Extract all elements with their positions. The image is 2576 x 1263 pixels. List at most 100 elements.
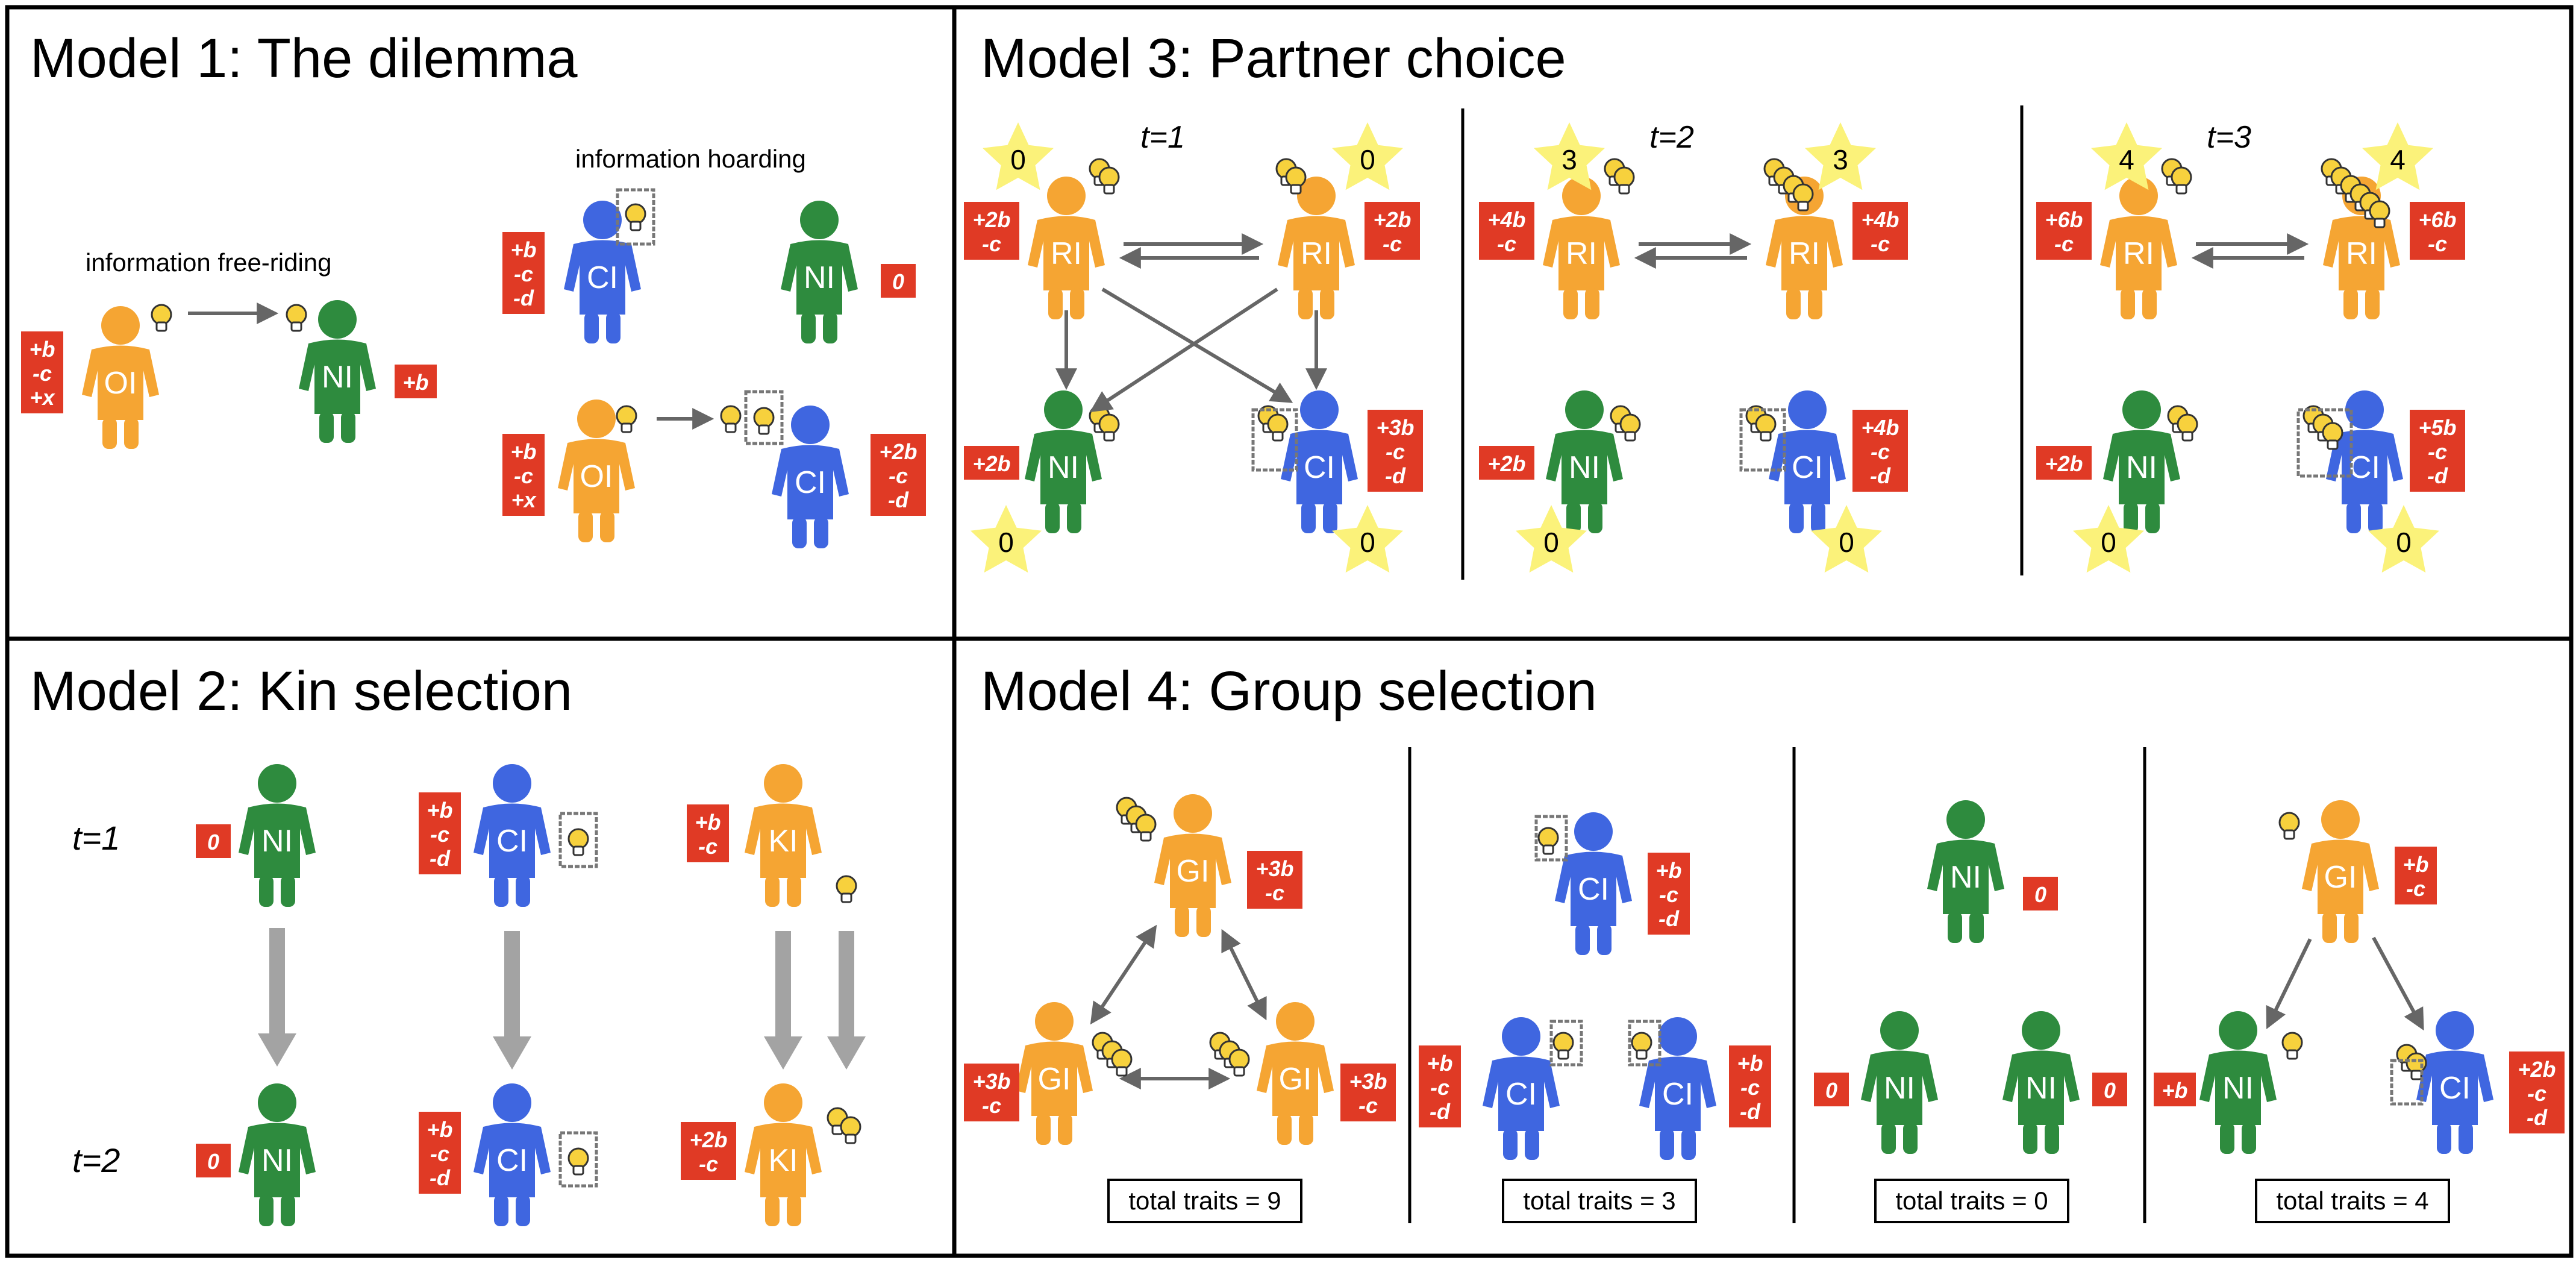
star-value: 0: [2101, 527, 2116, 558]
payoff-text: +2b: [972, 207, 1010, 232]
m4-payoff-2: 0: [1814, 1073, 1849, 1106]
m3-person-ri: RI: [2100, 177, 2177, 319]
m4-payoff-1: +b-c: [2395, 847, 2437, 904]
m1-payoff-3: +b-c-d: [502, 232, 545, 314]
m4-person-gi: GI: [1257, 1002, 1334, 1145]
payoff-text: +3b: [972, 1069, 1010, 1094]
model1-title: Model 1: The dilemma: [30, 28, 578, 89]
thick-arrow-icon: [493, 931, 531, 1070]
model1-hoarding-caption: information hoarding: [575, 145, 806, 173]
m4-payoff-3: +b-c-d: [1729, 1045, 1771, 1127]
person-label: RI: [2346, 236, 2377, 271]
model2-title: Model 2: Kin selection: [30, 660, 572, 722]
m2-person-ni-2: NI: [239, 1083, 316, 1226]
person-label: RI: [1566, 236, 1597, 271]
payoff-text: +2b: [972, 451, 1010, 476]
payoff-text: -c: [2054, 231, 2074, 256]
lightbulb-icon: [1631, 1032, 1652, 1060]
m4-payoff-1: +b-c-d: [1648, 853, 1690, 935]
payoff-text: -c: [698, 834, 717, 859]
thick-arrow-icon: [764, 931, 802, 1070]
star-icon: 0: [1811, 505, 1882, 573]
payoff-text: -c: [1740, 1075, 1760, 1100]
payoff-text: +b: [2162, 1078, 2187, 1103]
person-label: NI: [261, 1143, 293, 1178]
person-label: RI: [1051, 236, 1082, 271]
arrow-icon: [1221, 929, 1267, 1021]
lightbulb-icon: [1792, 183, 1814, 212]
lightbulb-icon: [286, 304, 307, 332]
m1-payoff-4: 0: [881, 264, 916, 298]
payoff-text: -c: [2406, 876, 2425, 901]
hoard-box: [744, 390, 784, 445]
lightbulb-icon: [616, 405, 637, 433]
person-label: CI: [1505, 1077, 1537, 1112]
m2-row-label-1: t=1: [72, 819, 120, 857]
m4-payoff-2: +b: [2154, 1073, 2196, 1106]
star-icon: 0: [1516, 505, 1587, 573]
person-label: NI: [322, 360, 353, 395]
payoff-text: +x: [30, 385, 55, 410]
lightbulb-icon: [1111, 1048, 1133, 1077]
m3-payoff-1: +2b-c: [964, 202, 1019, 260]
person-label: CI: [1662, 1077, 1693, 1112]
payoff-text: 0: [1825, 1078, 1837, 1103]
payoff-text: -c: [1659, 882, 1678, 907]
m2-person-ci-1: CI: [474, 764, 551, 907]
model4-frame: [952, 636, 2574, 1258]
model3-frame: [952, 5, 2574, 641]
m2-person-ki-1: KI: [745, 764, 822, 907]
total-traits-label: total traits = 9: [1128, 1186, 1281, 1215]
lightbulb-icon: [2278, 812, 2300, 840]
person-label: CI: [1304, 450, 1335, 485]
m1-person-ni-2: NI: [781, 201, 858, 343]
person-label: CI: [2439, 1071, 2471, 1106]
payoff-text: -d: [888, 487, 909, 512]
m1-payoff-1: +b-c+x: [21, 331, 63, 413]
m3-person-ni: NI: [1025, 390, 1102, 533]
payoff-text: +b: [402, 370, 428, 395]
star-icon: 3: [1534, 122, 1605, 190]
payoff-text: -c: [430, 822, 449, 847]
person-label: NI: [1950, 860, 1981, 895]
m2-person-ki-2: KI: [745, 1083, 822, 1226]
payoff-text: -c: [1497, 231, 1516, 256]
arrow-icon: [1101, 287, 1293, 403]
person-label: NI: [2025, 1071, 2057, 1106]
person-label: GI: [1177, 854, 1210, 889]
lightbulb-icon: [1552, 1032, 1574, 1060]
m3-payoff-2: +2b-c: [1365, 202, 1420, 260]
person-label: OI: [104, 366, 137, 401]
total-traits-label: total traits = 0: [1895, 1186, 2048, 1215]
payoff-text: -c: [33, 361, 52, 386]
star-icon: 0: [1332, 505, 1403, 573]
m2-payoff-5: +b-c-d: [419, 1112, 461, 1194]
m3-time-label: t=1: [1140, 120, 1185, 155]
m1-payoff-6: +2b-c-d: [871, 434, 926, 516]
lightbulb-icon: [2171, 166, 2192, 195]
payoff-text: +b: [510, 237, 536, 262]
lightbulb-icon: [567, 1147, 589, 1176]
person-label: RI: [1301, 236, 1332, 271]
m2-payoff-3: +b-c: [687, 804, 729, 862]
total-box: [1107, 1179, 1302, 1223]
person-label: NI: [2222, 1071, 2254, 1106]
lightbulb-icon: [840, 1116, 861, 1144]
m4-person-ci: CI: [1555, 812, 1632, 955]
payoff-text: -d: [1870, 463, 1891, 488]
m3-payoff-1: +4b-c: [1479, 202, 1534, 260]
payoff-text: +b: [427, 798, 452, 823]
person-label: CI: [795, 465, 826, 500]
person-label: GI: [2324, 860, 2357, 895]
lightbulb-icon: [1228, 1048, 1250, 1077]
m2-payoff-4: 0: [196, 1144, 231, 1177]
star-value: 0: [1360, 144, 1375, 175]
m2-payoff-1: 0: [196, 824, 231, 858]
star-value: 3: [1562, 144, 1577, 175]
m4-payoff-3: 0: [2092, 1073, 2127, 1106]
lightbulb-icon: [1098, 166, 1120, 195]
lightbulb-icon: [2177, 413, 2198, 442]
